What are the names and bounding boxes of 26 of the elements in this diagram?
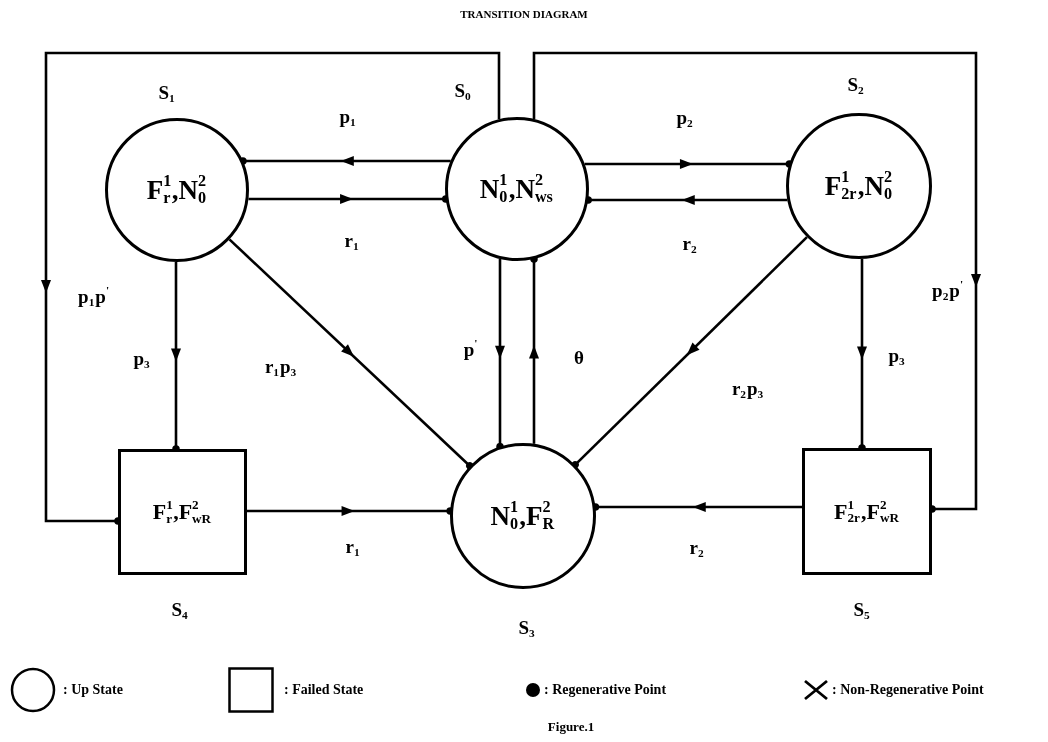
state-name: S$_{2}$	[847, 74, 865, 94]
state-name: S$_{3}$	[518, 617, 536, 637]
legend-label: : Regenerative Point	[544, 682, 667, 698]
diagram-title: TRANSITION DIAGRAM	[460, 8, 588, 20]
figure-caption: Figure.1	[547, 719, 595, 735]
state-name: S$_{0}$	[454, 80, 472, 100]
legend-label: : Failed State	[284, 682, 364, 698]
edge-label: r$_{2}$p$_{3}$	[731, 378, 765, 398]
edge-label: p$_{1}$	[339, 106, 357, 126]
state-box	[802, 448, 932, 575]
edge-label: p$_{3}$	[133, 348, 151, 368]
state-name: S$_{4}$	[171, 599, 189, 619]
edge-label: r$_{2}$	[682, 233, 698, 253]
state-name: S$_{1}$	[158, 82, 176, 102]
edge-label: r$_{1}$	[345, 536, 361, 556]
legend-label: : Up State	[63, 682, 123, 698]
edge-label: r$_{2}$	[689, 537, 705, 557]
edge-label: p$_{2}$	[676, 107, 694, 127]
state-name: S$_{5}$	[853, 599, 871, 619]
edge-label: p$_{3}$	[888, 345, 906, 365]
state-box	[118, 449, 247, 575]
legend-label: : Non-Regenerative Point	[832, 682, 984, 698]
edge-label: r$_{1}$	[344, 230, 360, 250]
edge-label: θ	[574, 347, 584, 367]
edge-label: r$_{1}$p$_{3}$	[264, 356, 298, 376]
edge-label: p$^{'}$	[463, 339, 475, 359]
